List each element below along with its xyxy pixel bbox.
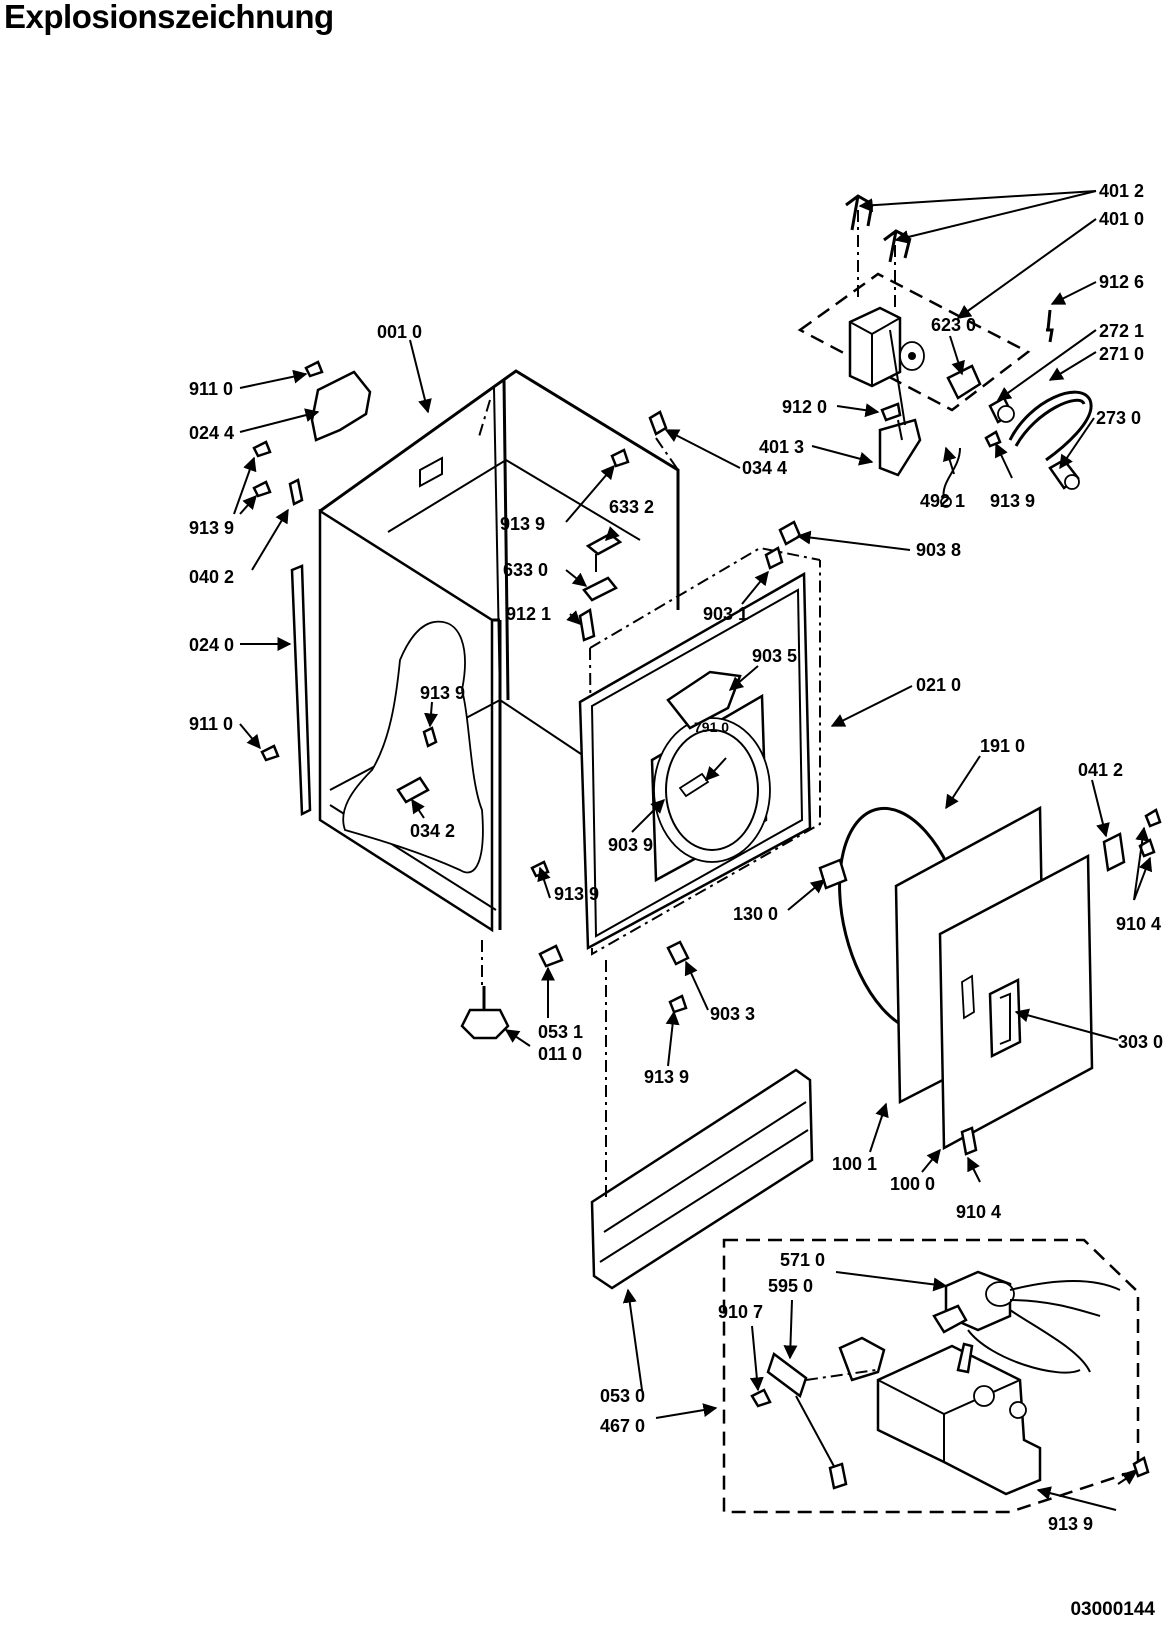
- label-623-0: 623 0: [931, 315, 976, 335]
- label-913-9-top: 913 9: [990, 491, 1035, 511]
- label-034-2: 034 2: [410, 821, 455, 841]
- label-053-0: 053 0: [600, 1386, 645, 1406]
- label-273-0: 273 0: [1096, 408, 1141, 428]
- label-401-2: 401 2: [1099, 181, 1144, 201]
- label-633-0: 633 0: [503, 560, 548, 580]
- label-130-0: 130 0: [733, 904, 778, 924]
- label-191-0: 191 0: [980, 736, 1025, 756]
- label-100-1: 100 1: [832, 1154, 877, 1174]
- label-913-9-inner: 913 9: [420, 683, 465, 703]
- label-910-7: 910 7: [718, 1302, 763, 1322]
- label-913-9-left: 913 9: [189, 518, 234, 538]
- label-903-5: 903 5: [752, 646, 797, 666]
- label-271-0: 271 0: [1099, 344, 1144, 364]
- label-913-9-valve: 913 9: [1048, 1514, 1093, 1534]
- label-024-0: 024 0: [189, 635, 234, 655]
- cabinet: [318, 369, 680, 985]
- page-title: Explosionszeichnung: [4, 0, 334, 35]
- label-913-9-low: 913 9: [644, 1067, 689, 1087]
- label-910-4-bottom: 910 4: [956, 1202, 1001, 1222]
- label-467-0: 467 0: [600, 1416, 645, 1436]
- label-903-3: 903 3: [710, 1004, 755, 1024]
- label-913-9-base: 913 9: [554, 884, 599, 904]
- label-011-0: 011 0: [538, 1044, 582, 1064]
- label-903-1: 903 1: [703, 604, 748, 624]
- label-100-0: 100 0: [890, 1174, 935, 1194]
- label-401-0: 401 0: [1099, 209, 1144, 229]
- label-040-2: 040 2: [189, 567, 234, 587]
- part-labels: 401 2 401 0 912 6 623 0 272 1 271 0 273 …: [189, 181, 1163, 1534]
- document-id: 03000144: [1070, 1599, 1155, 1620]
- toe-panel: [590, 960, 814, 1290]
- label-910-4-right: 910 4: [1116, 914, 1161, 934]
- door-assembly: [818, 805, 1162, 1156]
- gas-valve-assembly: [722, 1238, 1150, 1514]
- label-401-3: 401 3: [759, 437, 804, 457]
- coil-bracket-assembly: [797, 194, 1093, 508]
- label-041-2: 041 2: [1078, 760, 1123, 780]
- label-911-0-top: 911 0: [189, 379, 233, 399]
- leveling-foot: [460, 986, 510, 1040]
- label-912-0: 912 0: [782, 397, 827, 417]
- label-903-8: 903 8: [916, 540, 961, 560]
- label-912-6: 912 6: [1099, 272, 1144, 292]
- back-strip: [290, 564, 312, 816]
- label-024-4: 024 4: [189, 423, 234, 443]
- label-595-0: 595 0: [768, 1276, 813, 1296]
- label-633-2: 633 2: [609, 497, 654, 517]
- label-034-4: 034 4: [742, 458, 787, 478]
- label-571-0: 571 0: [780, 1250, 825, 1270]
- bracket-024-4: [310, 370, 372, 442]
- label-492-1: 492 1: [920, 491, 965, 511]
- label-903-9: 903 9: [608, 835, 653, 855]
- label-272-1: 272 1: [1099, 321, 1144, 341]
- label-001-0: 001 0: [377, 322, 422, 342]
- label-053-1: 053 1: [538, 1022, 583, 1042]
- label-303-0: 303 0: [1118, 1032, 1163, 1052]
- front-panel: [578, 520, 821, 956]
- label-913-9-mid: 913 9: [500, 514, 545, 534]
- label-791-0: 791 0: [694, 719, 729, 735]
- label-912-1: 912 1: [506, 604, 551, 624]
- label-911-0-bottom: 911 0: [189, 714, 233, 734]
- leader-lines: [233, 190, 1153, 1511]
- label-021-0: 021 0: [916, 675, 961, 695]
